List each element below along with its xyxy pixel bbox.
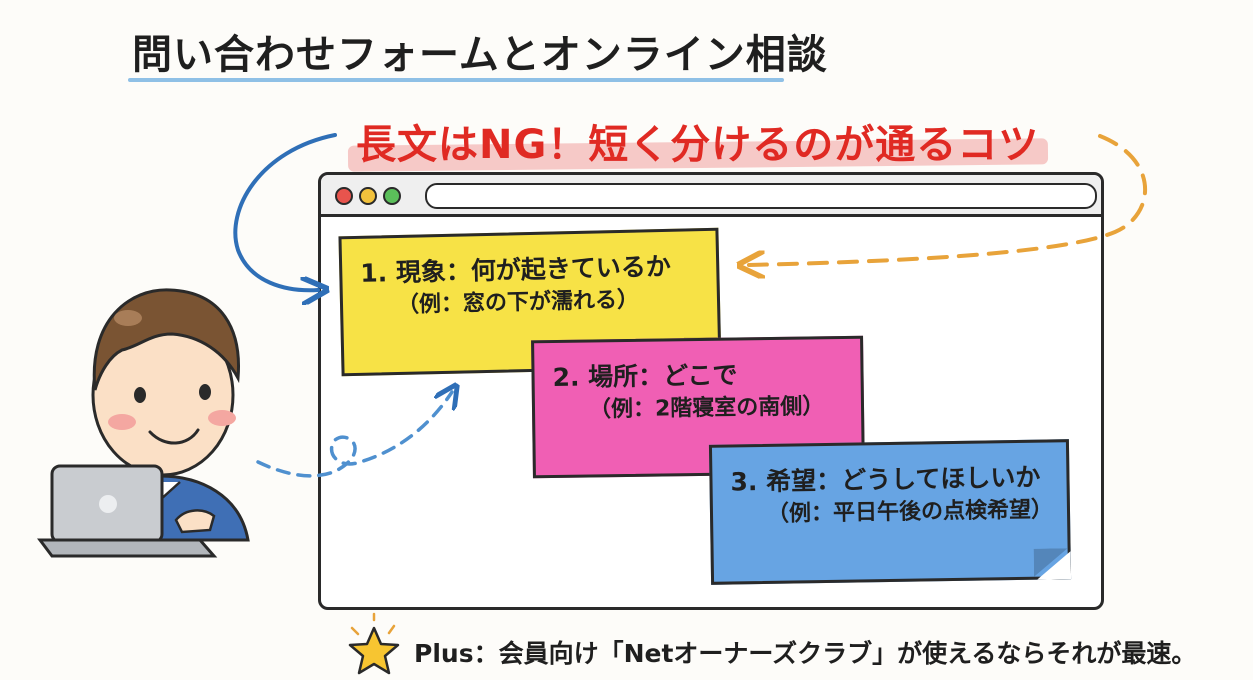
note-heading: 3. 希望：どうしてほしいか [730, 462, 1041, 497]
maximize-dot-icon [383, 187, 401, 205]
person-illustration [78, 288, 250, 542]
note-example: （例：窓の下が濡れる） [396, 287, 640, 319]
note-example: （例：平日午後の点検希望） [766, 497, 1054, 527]
headline-block: 長文はNG！短く分けるのが通るコツ [347, 112, 1049, 172]
plus-tip: Plus：会員向け「Netオーナーズクラブ」が使えるならそれが最速。 [404, 632, 1196, 672]
plus-text: 会員向け「Netオーナーズクラブ」が使えるならそれが最速。 [498, 639, 1197, 668]
page-title: 問い合わせフォームとオンライン相談 [132, 32, 828, 78]
note-heading: 2. 場所：どこで [552, 360, 738, 393]
minimize-dot-icon [359, 187, 377, 205]
laptop-icon [37, 464, 218, 558]
sticky-note-request: 3. 希望：どうしてほしいか （例：平日午後の点検希望） [708, 439, 1072, 585]
star-icon [348, 612, 400, 675]
close-dot-icon [335, 187, 353, 205]
headline: 長文はNG！短く分けるのが通るコツ [356, 122, 1040, 168]
note-example: （例：2階寝室の南側） [588, 394, 825, 423]
title-underline [128, 78, 784, 82]
plus-label: Plus： [414, 639, 499, 668]
browser-toolbar [321, 175, 1101, 217]
address-bar [425, 183, 1097, 209]
